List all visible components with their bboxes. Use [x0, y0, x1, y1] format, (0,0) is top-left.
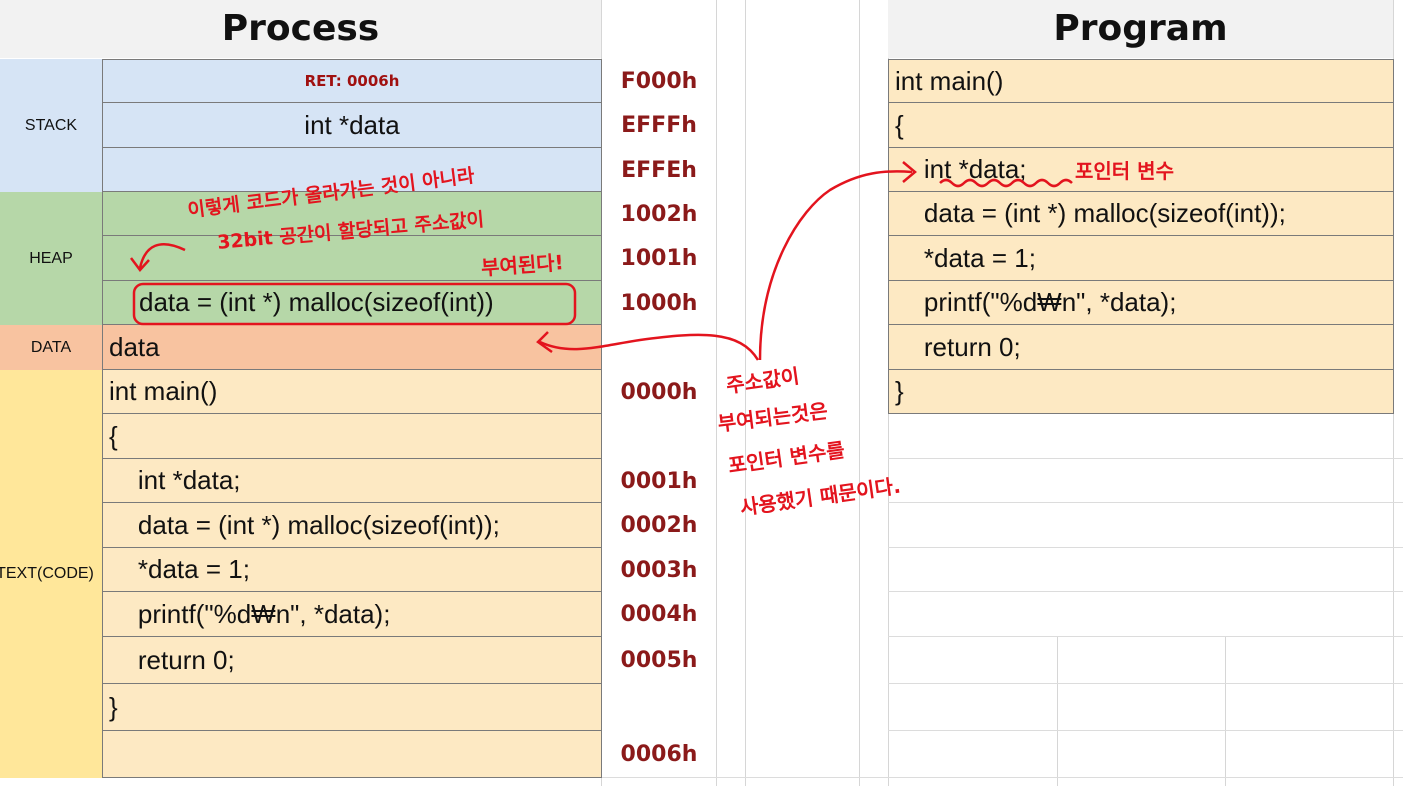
- address-label: 0004h: [620, 602, 698, 627]
- process-title: Process: [0, 0, 601, 58]
- heap-segment-label: HEAP: [0, 192, 102, 325]
- program-code-line: }: [888, 370, 1394, 414]
- pointer-underline: [939, 178, 1073, 188]
- address-label: 0000h: [620, 379, 698, 405]
- heap-malloc-highlight-box: [132, 282, 577, 326]
- data-pointer-arrow: [539, 333, 760, 361]
- program-code-line: int main(): [888, 59, 1394, 103]
- heap-note-line3: 부여된다!: [480, 250, 565, 280]
- stack-cell-empty: [102, 148, 602, 192]
- text-code-line: return 0;: [102, 637, 602, 684]
- program-code-line: {: [888, 103, 1394, 148]
- text-code-line: data = (int *) malloc(sizeof(int));: [102, 503, 602, 548]
- address-label: 1000h: [620, 290, 698, 316]
- address-label: 0005h: [620, 648, 698, 673]
- stack-segment-label: STACK: [0, 59, 102, 192]
- program-pointer-arrow: [758, 170, 913, 361]
- program-code-line: printf("%d₩n", *data);: [888, 281, 1394, 325]
- text-code-line: }: [102, 684, 602, 731]
- address-label: 0002h: [620, 513, 698, 538]
- address-label: EFFEh: [621, 157, 697, 183]
- address-label: 1002h: [620, 201, 698, 227]
- pointer-variable-label: 포인터 변수: [1075, 159, 1174, 183]
- text-code-line: {: [102, 414, 602, 459]
- address-label: 0001h: [620, 468, 698, 494]
- text-code-line: *data = 1;: [102, 548, 602, 592]
- address-label: 0006h: [620, 742, 698, 767]
- stack-cell-pointer: int *data: [102, 103, 602, 148]
- program-code-line: data = (int *) malloc(sizeof(int));: [888, 192, 1394, 236]
- program-code-line: int *data;: [888, 148, 1394, 192]
- heap-note-arrow: [138, 242, 186, 269]
- text-code-line: [102, 731, 602, 778]
- data-segment-label: DATA: [0, 325, 102, 370]
- data-segment-cell: data: [102, 325, 602, 370]
- text-code-line: printf("%d₩n", *data);: [102, 592, 602, 637]
- text-code-line: int *data;: [102, 459, 602, 503]
- heap-cell: [102, 236, 602, 281]
- program-code-line: *data = 1;: [888, 236, 1394, 281]
- program-title: Program: [888, 0, 1393, 58]
- heap-cell: [102, 192, 602, 236]
- stack-cell-ret: RET: 0006h: [102, 59, 602, 103]
- address-label: EFFFh: [621, 113, 697, 138]
- text-segment-label: TEXT(CODE): [0, 370, 102, 778]
- address-label: 1001h: [620, 246, 698, 271]
- heap-cell-malloc: data = (int *) malloc(sizeof(int)): [102, 281, 602, 325]
- program-code-line: return 0;: [888, 325, 1394, 370]
- text-code-line: int main(): [102, 370, 602, 414]
- address-label: 0003h: [620, 557, 698, 583]
- address-label: F000h: [620, 68, 698, 94]
